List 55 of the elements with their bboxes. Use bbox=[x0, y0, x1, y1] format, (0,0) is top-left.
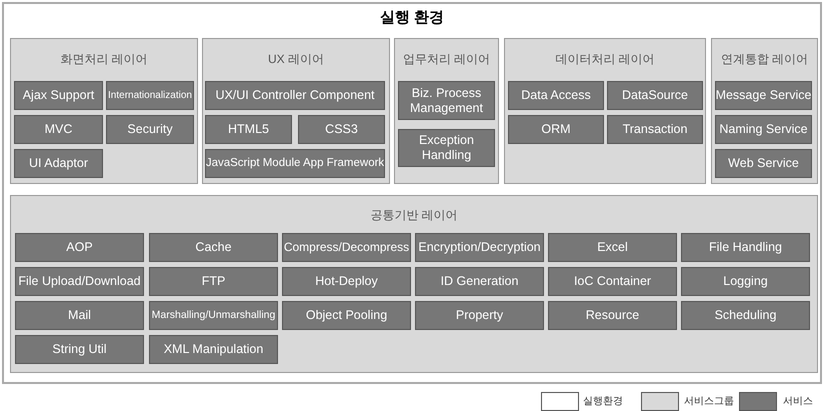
layer-panel bbox=[10, 38, 198, 184]
service-box: Transaction bbox=[607, 115, 703, 144]
service-box: ORM bbox=[508, 115, 604, 144]
service-box: Logging bbox=[681, 267, 810, 296]
service-box: Data Access bbox=[508, 81, 604, 110]
service-box: Web Service bbox=[715, 149, 812, 178]
service-box: Exception Handling bbox=[398, 129, 495, 167]
layer-panel bbox=[504, 38, 706, 184]
service-box: UI Adaptor bbox=[14, 149, 103, 178]
service-box: Resource bbox=[548, 301, 677, 330]
service-box: Security bbox=[106, 115, 194, 144]
service-box: Message Service bbox=[715, 81, 812, 110]
service-box: File Upload/Download bbox=[15, 267, 144, 296]
service-box: Scheduling bbox=[681, 301, 810, 330]
layer-heading: 업무처리 레이어 bbox=[402, 51, 492, 68]
service-box: Internationalization bbox=[106, 81, 194, 110]
service-box: File Handling bbox=[681, 233, 810, 262]
service-box: CSS3 bbox=[298, 115, 385, 144]
service-box: FTP bbox=[149, 267, 278, 296]
service-box: Naming Service bbox=[715, 115, 812, 144]
service-box: MVC bbox=[14, 115, 103, 144]
service-box: Marshalling/Unmarshalling bbox=[149, 301, 278, 330]
service-box: Biz. Process Management bbox=[398, 81, 495, 120]
service-box: Excel bbox=[548, 233, 677, 262]
service-box: String Util bbox=[15, 335, 144, 364]
service-box: Ajax Support bbox=[14, 81, 103, 110]
layer-heading: 화면처리 레이어 bbox=[59, 51, 149, 68]
service-box: Cache bbox=[149, 233, 278, 262]
frame-heading: 실행 환경 bbox=[378, 8, 446, 27]
service-box: UX/UI Controller Component bbox=[205, 81, 385, 110]
service-box: ID Generation bbox=[415, 267, 544, 296]
legend-label: 서비스 bbox=[783, 395, 813, 408]
layer-panel bbox=[10, 195, 818, 373]
service-box: Hot-Deploy bbox=[282, 267, 411, 296]
environment-frame bbox=[2, 2, 822, 384]
layer-heading: 공통기반 레이어 bbox=[369, 207, 459, 224]
layer-heading: 연계통합 레이어 bbox=[720, 51, 810, 68]
layer-panel bbox=[202, 38, 390, 184]
service-box: Mail bbox=[15, 301, 144, 330]
service-box: XML Manipulation bbox=[149, 335, 278, 364]
service-box: JavaScript Module App Framework bbox=[205, 149, 385, 178]
layer-heading: UX 레이어 bbox=[266, 51, 325, 68]
service-box: AOP bbox=[15, 233, 144, 262]
service-box: DataSource bbox=[607, 81, 703, 110]
service-box: IoC Container bbox=[548, 267, 677, 296]
layer-heading: 데이터처리 레이어 bbox=[554, 51, 656, 68]
service-box: Object Pooling bbox=[282, 301, 411, 330]
service-box: Encryption/Decryption bbox=[415, 233, 544, 262]
legend-label: 서비스그룹 bbox=[684, 395, 734, 408]
service-box: Compress/Decompress bbox=[282, 233, 411, 262]
layer-panel bbox=[711, 38, 818, 184]
layer-panel bbox=[394, 38, 499, 184]
service-box: Property bbox=[415, 301, 544, 330]
legend-label: 실행환경 bbox=[583, 395, 623, 408]
service-box: HTML5 bbox=[205, 115, 292, 144]
